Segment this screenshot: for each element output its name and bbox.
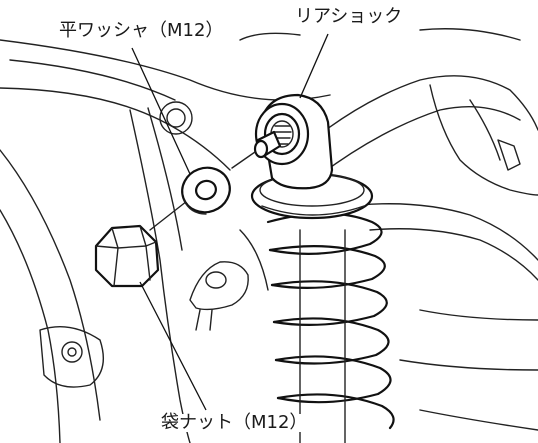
cap-nut-label: 袋ナット（M12） xyxy=(160,412,309,433)
frame-right-structure xyxy=(239,28,538,431)
leader-shock xyxy=(299,33,329,99)
rear-shock-label: リアショック xyxy=(294,6,404,27)
frame-left-tube xyxy=(0,107,191,443)
shock-lower-fitting xyxy=(189,229,269,331)
leader-washer xyxy=(131,47,191,175)
shock-coil-spring xyxy=(266,212,395,443)
mounting-bolt xyxy=(253,130,282,159)
leader-nut xyxy=(139,281,207,411)
flat-washer xyxy=(181,166,231,215)
cap-nut xyxy=(94,224,160,288)
washer-label: 平ワッシャ（M12） xyxy=(58,20,225,41)
